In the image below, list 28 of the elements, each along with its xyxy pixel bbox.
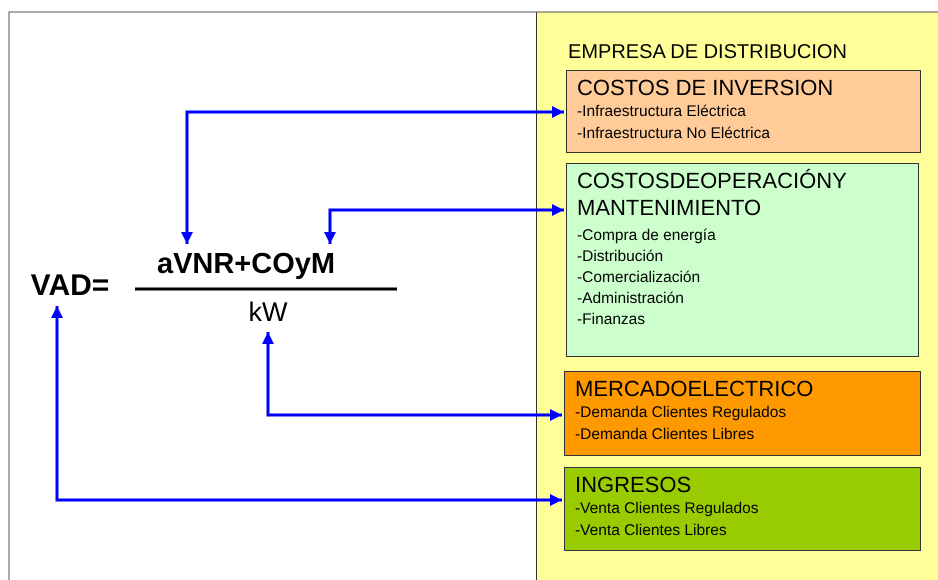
formula-text: aVNR+COyM [156, 247, 336, 282]
category-box [566, 163, 919, 357]
category-box [564, 371, 921, 456]
list-item: -Demanda Clientes Regulados [575, 403, 788, 423]
box-heading: INGRESOS [575, 471, 692, 498]
list-item: -Venta Clientes Libres [575, 521, 728, 541]
connector-arrow [181, 106, 564, 244]
category-box [566, 70, 921, 153]
box-heading: COSTOSDEOPERACIÓNY MANTENIMIENTO [577, 167, 848, 221]
box-heading: COSTOS DE INVERSION [577, 74, 834, 101]
box-heading: MERCADOELECTRICO [575, 375, 814, 402]
panel-title: EMPRESA DE DISTRIBUCION [568, 40, 848, 65]
list-item: -Demanda Clientes Libres [575, 425, 756, 445]
connector-arrow [262, 332, 562, 421]
list-item: -Infraestructura Eléctrica [577, 102, 747, 122]
list-item: -Finanzas [577, 310, 646, 330]
list-item: -Infraestructura No Eléctrica [577, 124, 771, 144]
list-item: -Administración [577, 289, 685, 309]
company-panel [536, 12, 938, 580]
list-item: -Venta Clientes Regulados [575, 499, 760, 519]
formula-text: kW [248, 296, 288, 329]
formula-text: VAD= [30, 268, 110, 304]
list-item: -Compra de energía [577, 226, 717, 246]
list-item: -Distribución [577, 247, 664, 267]
list-item: -Comercialización [577, 268, 702, 288]
connector-arrow [324, 204, 564, 244]
category-box [564, 467, 921, 551]
connector-arrow [51, 306, 562, 506]
